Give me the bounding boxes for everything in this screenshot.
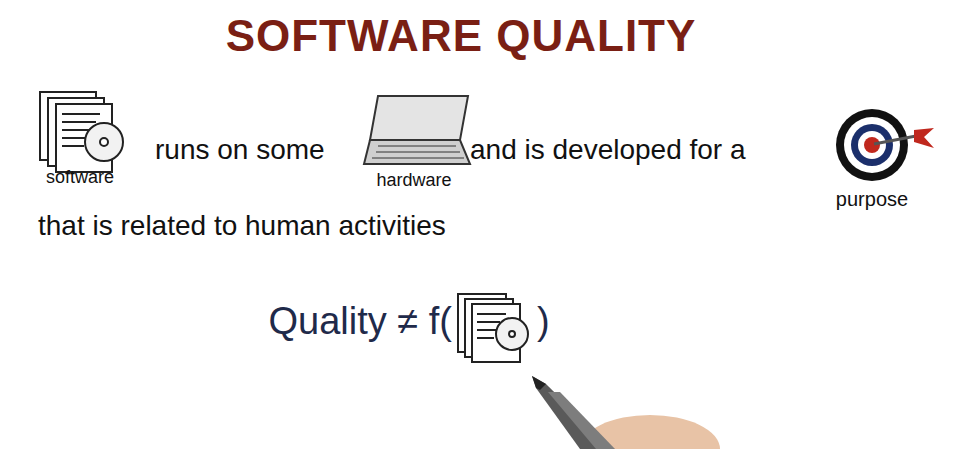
sentence-text: and is developed for a xyxy=(470,135,746,166)
sentence-text: runs on some xyxy=(155,135,325,166)
formula-text: ) xyxy=(537,301,550,343)
title: SOFTWARE QUALITY xyxy=(226,12,697,60)
icon-label: hardware xyxy=(376,171,451,191)
target-icon xyxy=(836,109,934,181)
sentence-text: that is related to human activities xyxy=(38,211,446,242)
laptop-icon xyxy=(364,96,470,164)
icon-label: purpose xyxy=(836,188,908,210)
pen-hand xyxy=(532,376,720,449)
icon-label: software xyxy=(46,168,114,188)
software-icon xyxy=(40,92,123,172)
formula-text: Quality ≠ f( xyxy=(269,301,452,343)
software-icon xyxy=(458,294,528,362)
